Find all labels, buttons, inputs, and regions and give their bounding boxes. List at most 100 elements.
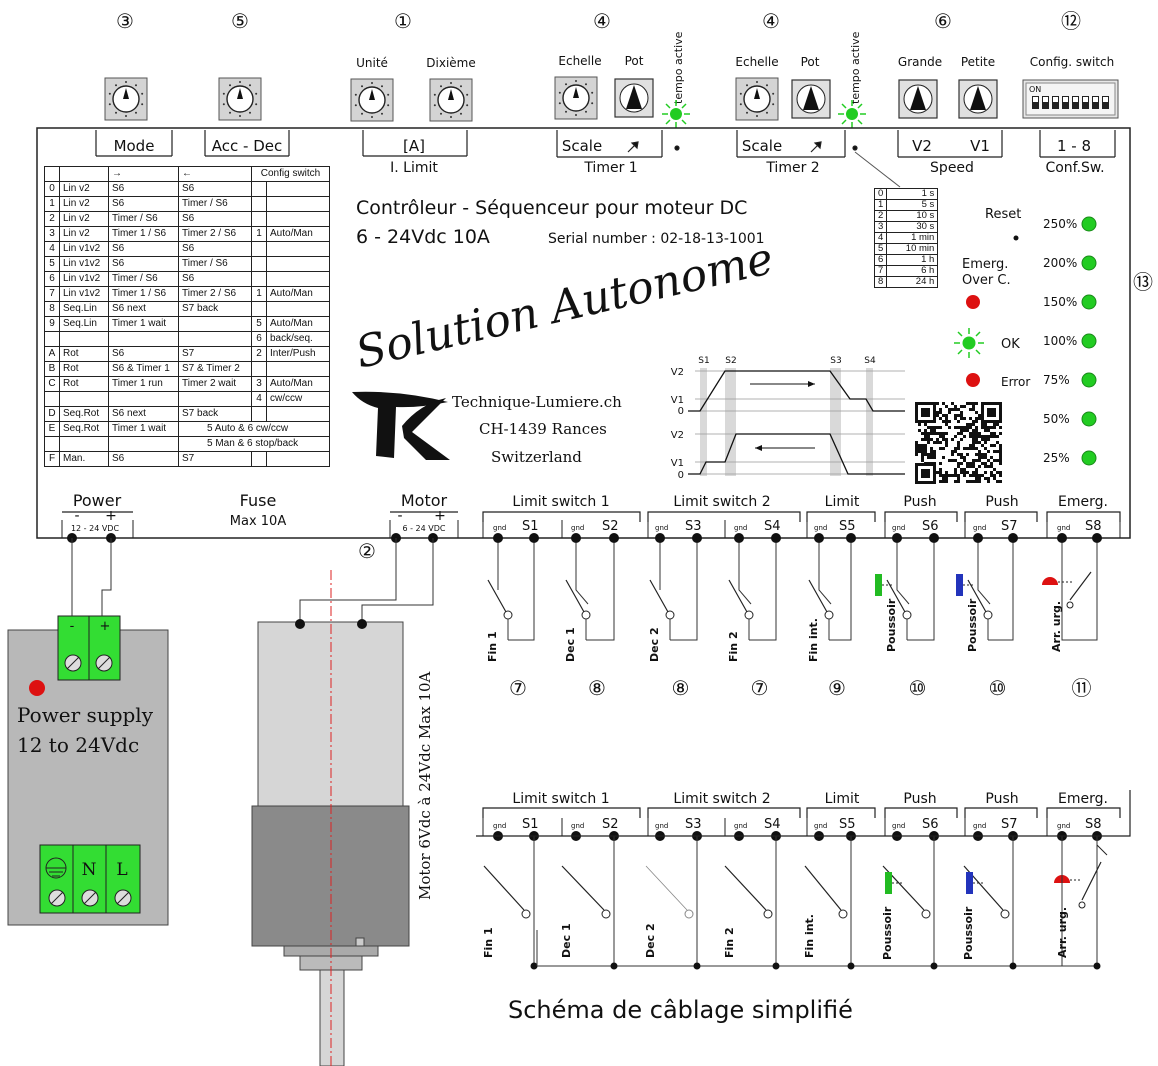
dip-switch-slot[interactable] (1032, 96, 1039, 109)
mode-table-cell (266, 196, 330, 212)
switch-number: ⑦ (751, 676, 769, 700)
dip-switch-slot[interactable] (1052, 96, 1059, 109)
svg-text:-: - (397, 508, 402, 524)
svg-text:gnd: gnd (973, 524, 986, 532)
mode-table-cell: Timer 1 / S6 (108, 286, 179, 302)
time-table-cell: 24 h (886, 276, 939, 288)
psu-label-2: 12 to 24Vdc (17, 733, 139, 757)
dip-switch-slot[interactable] (1102, 96, 1109, 109)
confsw-range: 1 - 8 (1057, 137, 1091, 155)
mode-table-cell: S6 (108, 196, 179, 212)
accdec-rotary-switch-icon[interactable] (218, 77, 262, 121)
mode-table-cell: S7 & Timer 2 (178, 361, 252, 377)
switch-number: ⑪ (1072, 676, 1092, 700)
ls2-label: Limit switch 2 (673, 494, 770, 510)
svg-text:S3: S3 (685, 519, 702, 534)
confsw-label: Conf.Sw. (1045, 160, 1104, 176)
speed-percent-led (1081, 372, 1097, 388)
unite-rotary-switch-icon[interactable] (350, 78, 394, 122)
psu-label-1: Power supply (17, 703, 154, 727)
svg-text:gnd: gnd (734, 822, 747, 830)
mode-table-cell (178, 316, 252, 332)
tk-logo-icon (352, 391, 450, 460)
dip-switch-slot[interactable] (1062, 96, 1069, 109)
svg-text:S6: S6 (922, 817, 939, 832)
switch-4: Fin 2⑦ (727, 543, 777, 700)
s-switch-label: Fin 2 (723, 927, 736, 958)
timer2-pot-icon[interactable] (791, 79, 831, 119)
dip-switch-slot[interactable] (1042, 96, 1049, 109)
timer1-pot-icon[interactable] (614, 78, 654, 118)
dip-switch-slot[interactable] (1082, 96, 1089, 109)
dip-switch-slot[interactable] (1072, 96, 1079, 109)
mode-table-cell (251, 196, 267, 212)
label-3: ③ (116, 9, 134, 33)
dip-switch-lever (1043, 97, 1048, 102)
mode-table-cell: Rot (59, 376, 109, 392)
mode-table-cell (59, 436, 109, 452)
mode-table-cell: Rot (59, 361, 109, 377)
tempo2-label: tempo active (849, 31, 862, 104)
timer2-scale-rotary-icon[interactable] (735, 77, 779, 121)
motor-text: Motor 6Vdc à 24Vdc Max 10A (416, 671, 434, 900)
speed-percent-label: 200% (1043, 256, 1077, 270)
s-push1-label: Push (903, 791, 936, 807)
tempo1-label: tempo active (672, 31, 685, 104)
timer1-scale-rotary-icon[interactable] (554, 76, 598, 120)
time-table-cell: 30 s (886, 221, 939, 233)
config-switch-label: Config. switch (1030, 55, 1114, 69)
mode-table-cell: 8 (44, 301, 60, 317)
v2-speed-pot-icon[interactable] (898, 79, 938, 119)
svg-text:gnd: gnd (1057, 822, 1070, 830)
svg-text:S2: S2 (602, 519, 619, 534)
mode-table-cell (266, 406, 330, 422)
svg-text:gnd: gnd (1057, 524, 1070, 532)
svg-text:gnd: gnd (571, 822, 584, 830)
motor (251, 570, 410, 1066)
v1-speed-pot-icon[interactable] (958, 79, 998, 119)
mode-table-cell: 4 (44, 241, 60, 257)
dip-switch-lever (1093, 97, 1098, 102)
svg-text:gnd: gnd (973, 822, 986, 830)
s-switch-label: Arr. urg. (1056, 907, 1069, 958)
mode-table-cell: 1 (251, 226, 267, 242)
switch-label: Poussoir (885, 598, 898, 652)
dixieme-rotary-switch-icon[interactable] (429, 78, 473, 122)
dip-switch-lever (1103, 97, 1108, 102)
v2-label: V2 (912, 137, 932, 155)
switch-number: ⑧ (588, 676, 606, 700)
speed-percent-label: 150% (1043, 295, 1077, 309)
dip-switch-lever (1083, 97, 1088, 102)
mode-table-cell: S7 back (178, 406, 252, 422)
svg-text:gnd: gnd (493, 524, 506, 532)
dip-switch-slot[interactable] (1092, 96, 1099, 109)
mode-rotary-switch-icon[interactable] (104, 77, 148, 121)
mode-table-cell: B (44, 361, 60, 377)
motor-label: Motor (401, 491, 448, 510)
reset-button[interactable] (1013, 235, 1019, 241)
mode-table-cell: S6 (178, 271, 252, 287)
mode-table-cell: Seq.Lin (59, 301, 109, 317)
mode-table-cell: F (44, 451, 60, 467)
dip-switch-lever (1053, 97, 1058, 102)
mode-table-cell: S7 back (178, 301, 252, 317)
mode-table-cell (108, 436, 179, 452)
company-name: Technique-Lumiere.ch (452, 393, 622, 411)
time-table-cell: 4 (873, 232, 888, 244)
speed-percent-led (1081, 216, 1097, 232)
power-supply: - + Power supply 12 to 24Vdc N L (7, 615, 169, 926)
tempo-led-1 (662, 100, 690, 128)
ilimit-label: I. Limit (390, 160, 438, 176)
mode-table-cell: Timer / S6 (108, 271, 179, 287)
